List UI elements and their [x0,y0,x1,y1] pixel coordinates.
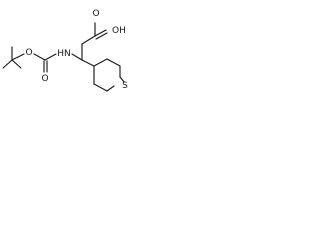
bond-nh-ch [71,53,83,61]
carboxyl-oh-label: OH [112,26,126,36]
thiane-ring [93,58,125,92]
bond-c-o-double-1 [94,29,107,37]
tert-butyl-group [2,46,25,69]
bond-tbu-quaternary-o [11,53,25,61]
carbamate-o-carbonyl-label: O [41,74,48,84]
bond-tbu-methyl-left [2,59,13,69]
backbone [71,22,108,67]
carbamate-o-ester-label: O [25,48,32,58]
bond-ring-s-link [119,76,125,83]
amine-nh-label: HN [57,49,71,59]
bond-ch2-cooh [81,35,96,45]
bond-ring-1 [93,58,108,67]
bond-ring-5 [93,83,108,92]
structure-diagram: OH O O O HN S [2,9,128,92]
bond-tbu-methyl-right [11,59,22,69]
bond-carbonyl-c-nh [44,53,57,61]
bond-ch-ring [81,59,95,67]
carboxyl-o-label: O [92,9,99,19]
bond-o-ester-carbonyl-c [33,53,46,61]
bond-c-o-double-2 [95,32,108,40]
bond-ring-2 [106,58,121,67]
bond-ring-4 [106,85,115,92]
boc-carbamate [33,53,57,73]
ring-sulfur-label: S [122,81,128,91]
